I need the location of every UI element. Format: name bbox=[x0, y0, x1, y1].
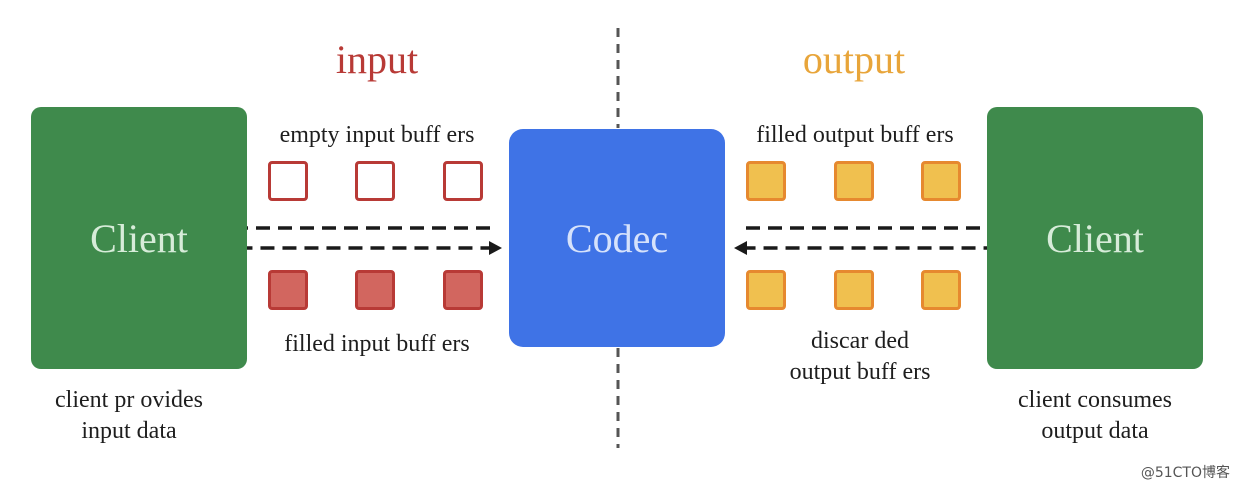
filled-input-buffer bbox=[443, 270, 483, 310]
output-heading: output bbox=[802, 37, 906, 82]
output-flow-arrow bbox=[744, 226, 1022, 250]
codec-label: Codec bbox=[565, 215, 669, 261]
codec-box: Codec bbox=[509, 129, 725, 347]
discarded-output-label-2: output buff ers bbox=[789, 359, 931, 385]
output-arrowhead bbox=[734, 241, 747, 255]
discarded-output-label-1: discar ded bbox=[811, 328, 909, 354]
client-left-box: Client bbox=[31, 107, 247, 369]
empty-input-buffer bbox=[268, 161, 308, 201]
filled-output-buffer bbox=[921, 161, 961, 201]
filled-output-buffer bbox=[746, 161, 786, 201]
discarded-output-buffer bbox=[834, 270, 874, 310]
client-right-label: Client bbox=[1046, 215, 1144, 261]
empty-input-buffer bbox=[443, 161, 483, 201]
filled-output-buffers-label: filled output buff ers bbox=[756, 122, 954, 148]
client-left-label: Client bbox=[90, 215, 188, 261]
empty-input-buffers-label: empty input buff ers bbox=[279, 122, 475, 148]
input-heading: input bbox=[335, 37, 419, 82]
client-right-box: Client bbox=[987, 107, 1203, 369]
discarded-output-buffer bbox=[921, 270, 961, 310]
filled-input-buffer bbox=[355, 270, 395, 310]
filled-input-buffer bbox=[268, 270, 308, 310]
client-consumes-caption-2: output data bbox=[1041, 418, 1149, 444]
client-provides-caption-1: client pr ovides bbox=[55, 387, 203, 413]
input-arrowhead bbox=[489, 241, 502, 255]
client-provides-caption-2: input data bbox=[81, 418, 177, 444]
input-flow-arrow bbox=[214, 226, 492, 250]
filled-output-buffer bbox=[834, 161, 874, 201]
empty-input-buffer bbox=[355, 161, 395, 201]
discarded-output-buffer bbox=[746, 270, 786, 310]
filled-input-buffers-label: filled input buff ers bbox=[284, 331, 470, 357]
watermark: @51CTO博客 bbox=[1140, 465, 1230, 481]
client-consumes-caption-1: client consumes bbox=[1018, 387, 1172, 413]
